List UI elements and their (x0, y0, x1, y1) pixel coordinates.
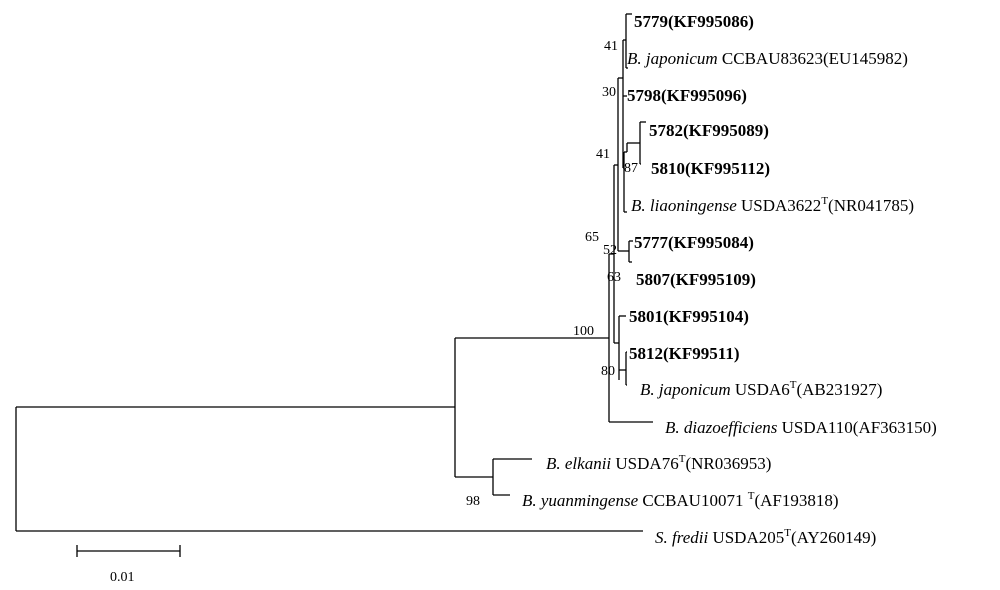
leaf-label: 5812(KF99511) (629, 344, 740, 363)
leaf-label: S. fredii USDA205T(AY260149) (655, 527, 876, 547)
bootstrap-value: 87 (624, 161, 638, 176)
bootstrap-value: 63 (607, 270, 621, 285)
leaf-label: 5782(KF995089) (649, 121, 769, 140)
bootstrap-values: 41 30 41 87 65 52 63 100 80 98 (466, 39, 638, 509)
leaf-labels: 5779(KF995086) B. japonicum CCBAU83623(E… (522, 12, 937, 547)
leaf-label: B. japonicum CCBAU83623(EU145982) (627, 49, 908, 68)
leaf-label: 5779(KF995086) (634, 12, 754, 31)
leaf-label: 5810(KF995112) (651, 159, 770, 178)
leaf-label: 5798(KF995096) (627, 86, 747, 105)
scale-bar-label: 0.01 (110, 570, 135, 585)
leaf-label: B. liaoningense USDA3622T(NR041785) (631, 195, 914, 215)
leaf-label: 5777(KF995084) (634, 233, 754, 252)
bootstrap-value: 41 (596, 147, 610, 162)
bootstrap-value: 52 (603, 243, 617, 258)
leaf-label: B. yuanmingense CCBAU10071 T(AF193818) (522, 490, 839, 510)
bootstrap-value: 30 (602, 85, 616, 100)
bootstrap-value: 41 (604, 39, 618, 54)
tree-branches (15, 13, 653, 532)
bootstrap-value: 100 (573, 324, 594, 339)
bootstrap-value: 80 (601, 364, 615, 379)
leaf-label: B. japonicum USDA6T(AB231927) (640, 379, 882, 399)
leaf-label: 5801(KF995104) (629, 307, 749, 326)
scale-bar: 0.01 (76, 545, 181, 585)
leaf-label: 5807(KF995109) (636, 270, 756, 289)
leaf-label: B. diazoefficiens USDA110(AF363150) (665, 418, 937, 437)
bootstrap-value: 98 (466, 494, 480, 509)
bootstrap-value: 65 (585, 230, 599, 245)
leaf-label: B. elkanii USDA76T(NR036953) (546, 453, 771, 473)
